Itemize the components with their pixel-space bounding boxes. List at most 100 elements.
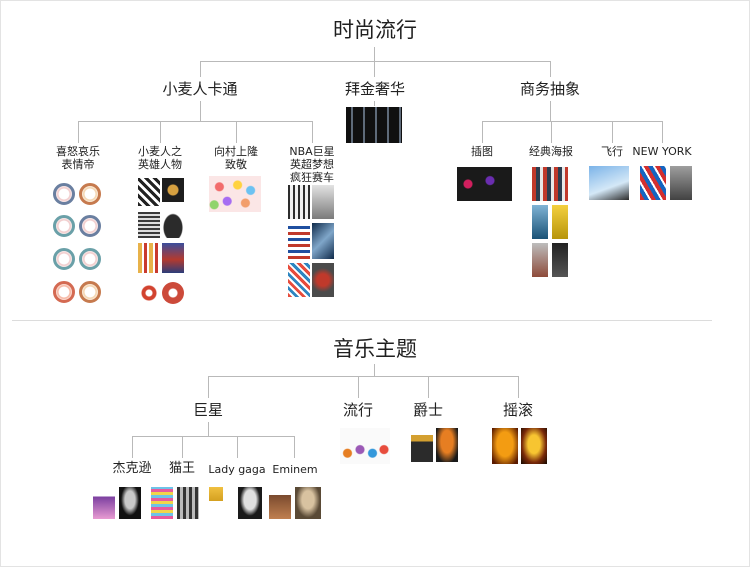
illustration-thumbnail: [457, 167, 512, 201]
node-illustration: 插图: [471, 145, 493, 158]
poster-thumbnail: [532, 243, 548, 277]
sports-thumbnail: [312, 185, 334, 219]
connector: [78, 121, 312, 122]
branch-superstar: 巨星: [192, 401, 223, 419]
node-posters: 经典海报: [529, 145, 573, 158]
poster-thumbnail: [552, 243, 568, 277]
connector: [237, 436, 238, 458]
connector: [160, 121, 161, 143]
sports-thumbnail: [288, 263, 310, 297]
connector: [208, 422, 209, 436]
node-eminem: Eminem: [272, 463, 318, 476]
node-emotion-line2: 表情帝: [61, 158, 95, 172]
hero-thumbnail: [138, 212, 160, 238]
hero-thumbnail: [138, 178, 160, 206]
sports-thumbnail: [312, 223, 334, 259]
bottom-root-title: 音乐主题: [333, 337, 417, 361]
flight-thumbnail: [589, 166, 629, 200]
pop-thumbnail: [340, 428, 390, 464]
top-root-title: 时尚流行: [333, 18, 417, 42]
sports-thumbnail: [288, 185, 310, 219]
face-thumbnail: [79, 248, 101, 270]
face-thumbnail: [79, 281, 101, 303]
face-thumbnail: [79, 183, 101, 205]
branch-rock: 摇滚: [502, 401, 533, 419]
connector: [200, 101, 201, 121]
face-thumbnail: [53, 248, 75, 270]
connector: [208, 376, 518, 377]
face-thumbnail: [53, 215, 75, 237]
node-emotion-line1: 喜怒哀乐: [56, 145, 100, 158]
connector: [200, 61, 201, 77]
connector: [551, 121, 552, 143]
ladygaga-thumbnail: [238, 487, 262, 519]
connector: [78, 121, 79, 143]
branch-business: 商务抽象: [519, 80, 580, 98]
hero-thumbnail: [138, 243, 160, 273]
connector: [612, 121, 613, 143]
node-sports-line1: NBA巨星: [289, 145, 335, 158]
hero-thumbnail: [162, 178, 184, 202]
poster-thumbnail: [552, 205, 568, 239]
connector: [662, 121, 663, 143]
sports-thumbnail: [288, 223, 310, 259]
node-sports: NBA巨星 英超梦想 疯狂赛车: [274, 145, 350, 185]
branch-cartoon: 小麦人卡通: [162, 80, 238, 98]
jazz-thumbnail: [436, 428, 458, 462]
branch-jazz: 爵士: [412, 401, 443, 419]
node-murakami-line1: 向村上隆: [214, 145, 258, 158]
node-sports-line2: 英超梦想: [290, 158, 334, 172]
node-sports-line3: 疯狂赛车: [290, 171, 334, 185]
connector: [518, 376, 519, 398]
eminem-thumbnail: [269, 487, 291, 519]
connector: [208, 376, 209, 398]
node-emotion: 喜怒哀乐 表情帝: [40, 145, 116, 171]
node-ladygaga: Lady gaga: [208, 463, 266, 476]
node-heroes-line1: 小麦人之: [138, 145, 182, 158]
connector: [236, 121, 237, 143]
eminem-thumbnail: [295, 487, 321, 519]
connector: [374, 101, 375, 106]
connector: [482, 121, 483, 143]
node-murakami: 向村上隆 致敬: [198, 145, 274, 171]
ladygaga-thumbnail: [209, 487, 223, 501]
connector: [374, 364, 375, 376]
face-thumbnail: [53, 281, 75, 303]
connector: [550, 61, 551, 77]
jackson-thumbnail: [93, 487, 115, 519]
node-heroes-line2: 英雄人物: [138, 158, 182, 172]
elvis-thumbnail: [177, 487, 199, 519]
connector: [294, 436, 295, 458]
hero-thumbnail: [162, 212, 184, 238]
newyork-thumbnail: [670, 166, 692, 200]
hero-thumbnail: [162, 282, 184, 304]
flower-thumbnail: [209, 176, 261, 212]
connector: [482, 121, 662, 122]
hero-thumbnail: [162, 243, 184, 273]
luxury-thumbnail: [346, 107, 402, 143]
node-elvis: 猫王: [168, 461, 195, 476]
connector: [132, 436, 133, 458]
section-divider: [12, 320, 712, 321]
face-thumbnail: [53, 183, 75, 205]
poster-thumbnail: [532, 167, 568, 201]
rock-thumbnail: [521, 428, 547, 464]
node-flight: 飞行: [601, 145, 623, 158]
connector: [132, 436, 295, 437]
branch-luxury: 拜金奢华: [344, 80, 405, 98]
sports-thumbnail: [312, 263, 334, 297]
connector: [428, 376, 429, 398]
connector: [374, 47, 375, 61]
node-newyork: NEW YORK: [632, 145, 692, 158]
connector: [374, 61, 375, 77]
connector: [200, 61, 550, 62]
branch-pop: 流行: [342, 401, 373, 419]
connector: [182, 436, 183, 458]
face-thumbnail: [79, 215, 101, 237]
elvis-thumbnail: [151, 487, 173, 519]
hero-thumbnail: [138, 282, 160, 304]
node-murakami-line2: 致敬: [225, 158, 247, 172]
poster-thumbnail: [532, 205, 548, 239]
jackson-thumbnail: [119, 487, 141, 519]
connector: [312, 121, 313, 143]
